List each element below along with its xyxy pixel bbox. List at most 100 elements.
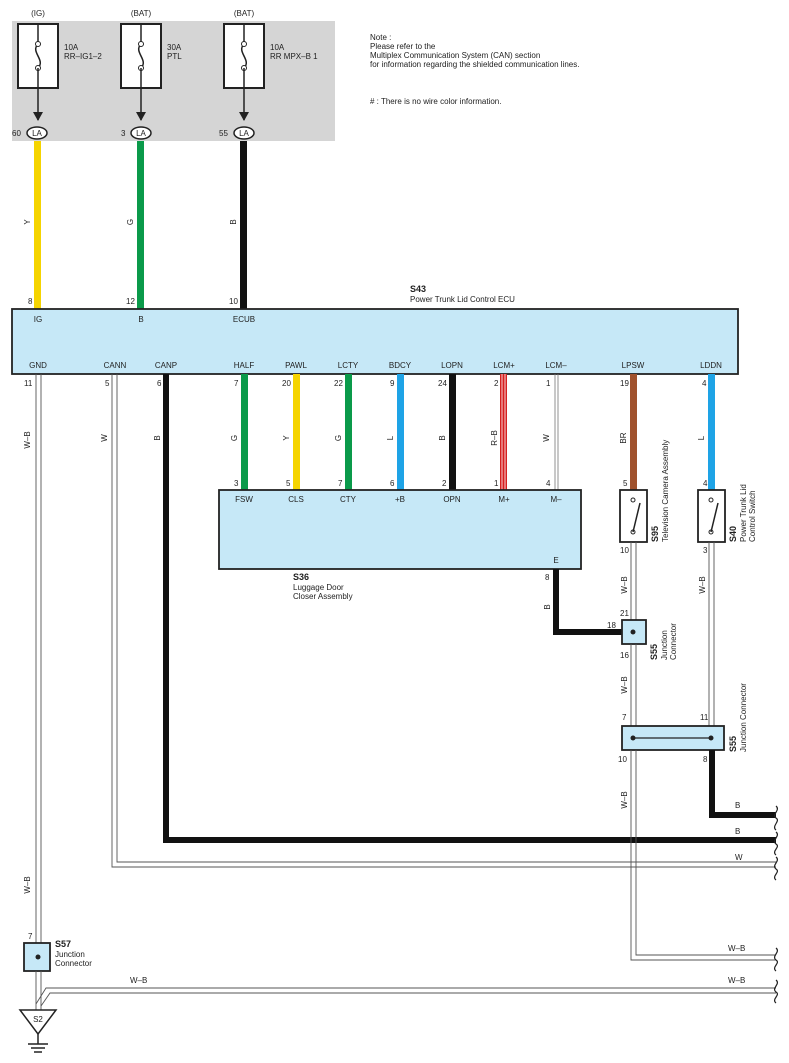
svg-text:Luggage Door: Luggage Door: [293, 583, 344, 592]
note-block: Note : Please refer to the Multiplex Com…: [370, 33, 579, 106]
svg-text:B: B: [735, 827, 740, 836]
svg-text:8: 8: [28, 297, 33, 306]
ecu-terminal: LCM–: [545, 361, 567, 370]
svg-text:3: 3: [703, 546, 708, 555]
svg-text:L: L: [697, 435, 706, 440]
connector-pin: 60: [12, 129, 21, 138]
fuse-name: PTL: [167, 52, 182, 61]
ecu-terminal: LDDN: [700, 361, 722, 370]
fuse-source: (BAT): [131, 9, 152, 18]
svg-text:W–B: W–B: [130, 976, 147, 985]
wire-e-ground: [553, 569, 622, 635]
svg-text:W–B: W–B: [728, 976, 745, 985]
wire-s40-wb: [708, 542, 715, 726]
svg-text:R–B: R–B: [490, 430, 499, 446]
svg-text:M–: M–: [550, 495, 562, 504]
ecu-terminal: LPSW: [622, 361, 645, 370]
svg-text:E: E: [553, 556, 558, 565]
ecu-terminal: LCTY: [338, 361, 359, 370]
switch-icon: [632, 502, 641, 533]
svg-text:5: 5: [286, 479, 291, 488]
svg-text:S55: S55: [728, 736, 738, 752]
wire-canp: [163, 374, 776, 843]
fuse-source: (BAT): [234, 9, 255, 18]
svg-text:11: 11: [24, 379, 33, 388]
wire-continuation-marks: [773, 805, 779, 1004]
wire-gnd: [35, 374, 42, 943]
svg-text:Junction Connector: Junction Connector: [739, 683, 748, 752]
svg-text:S2: S2: [33, 1015, 43, 1024]
ecu-terminal: LOPN: [441, 361, 463, 370]
svg-text:BR: BR: [619, 432, 628, 443]
wire-lpsw: [630, 374, 637, 490]
fuse-amp: 30A: [167, 43, 182, 52]
fuse-ptl: (BAT) 30A PTL 3 LA: [120, 9, 182, 140]
svg-text:S55: S55: [649, 644, 659, 660]
svg-text:8: 8: [545, 573, 550, 582]
svg-text:S40: S40: [728, 526, 738, 542]
junction-connector-s55-b: 7 11 10 8 S55 Junction Connector: [618, 683, 748, 764]
svg-text:B: B: [153, 435, 162, 440]
svg-text:S57: S57: [55, 939, 71, 949]
svg-text:Y: Y: [282, 435, 291, 441]
wire-green-b: [137, 141, 144, 309]
ground-s2: S2: [18, 1009, 58, 1053]
svg-text:+B: +B: [395, 495, 405, 504]
svg-text:W–B: W–B: [620, 576, 629, 593]
junction-connector-s57: 7 S57 Junction Connector: [23, 932, 92, 972]
ecu-terminal: CANN: [104, 361, 127, 370]
ecu-terminal: CANP: [155, 361, 177, 370]
connector-pin: 3: [121, 129, 126, 138]
connector-la: [26, 126, 48, 140]
svg-text:9: 9: [390, 379, 395, 388]
svg-text:18: 18: [607, 621, 616, 630]
svg-text:W: W: [100, 434, 109, 442]
svg-text:W–B: W–B: [620, 676, 629, 693]
wire-s55a-s55b: [630, 644, 637, 726]
svg-text:LA: LA: [32, 129, 42, 138]
wire-color-label: B: [229, 219, 238, 224]
svg-text:Power Trunk Lid: Power Trunk Lid: [739, 484, 748, 542]
ecu-terminal: B: [138, 315, 143, 324]
svg-text:W: W: [735, 853, 743, 862]
wire-lcty: [345, 374, 352, 490]
junction-connector-s55-a: 21 18 16 S55 Junction Connector: [607, 609, 678, 660]
svg-text:Junction: Junction: [55, 950, 85, 959]
svg-text:12: 12: [126, 297, 135, 306]
svg-text:G: G: [230, 435, 239, 441]
svg-text:8: 8: [703, 755, 708, 764]
power-trunk-lid-ecu: [11, 308, 739, 375]
fuse-name: RR MPX–B 1: [270, 52, 318, 61]
svg-text:Junction: Junction: [660, 630, 669, 660]
svg-text:7: 7: [622, 713, 627, 722]
svg-text:W–B: W–B: [23, 876, 32, 893]
wire-s95-wb: [630, 542, 637, 620]
svg-text:W: W: [542, 434, 551, 442]
wire-color-label: G: [126, 219, 135, 225]
svg-text:4: 4: [703, 479, 708, 488]
fuse-rr-mpx-b1: (BAT) 10A RR MPX–B 1 55 LA: [219, 9, 318, 140]
wire-bdcy: [397, 374, 404, 490]
switch-icon: [710, 502, 719, 533]
ecu-terminal: BDCY: [389, 361, 412, 370]
ecu-code: S43: [410, 284, 426, 294]
wire-lcm-plus: [500, 374, 507, 490]
connector-pin: 55: [219, 129, 228, 138]
svg-text:21: 21: [620, 609, 629, 618]
svg-text:# : There is no wire color inf: # : There is no wire color information.: [370, 97, 501, 106]
svg-text:10: 10: [229, 297, 238, 306]
svg-text:CLS: CLS: [288, 495, 304, 504]
svg-text:G: G: [334, 435, 343, 441]
fuse-amp: 10A: [270, 43, 285, 52]
svg-text:1: 1: [494, 479, 499, 488]
svg-text:Control Switch: Control Switch: [748, 490, 757, 542]
svg-text:Multiplex Communication System: Multiplex Communication System (CAN) sec…: [370, 51, 540, 60]
svg-text:Connector: Connector: [669, 623, 678, 660]
svg-text:7: 7: [234, 379, 239, 388]
svg-text:24: 24: [438, 379, 447, 388]
wire-yellow-ig: [34, 141, 41, 309]
svg-text:B: B: [438, 435, 447, 440]
ground-icon: [18, 1009, 58, 1036]
svg-text:Closer Assembly: Closer Assembly: [293, 592, 353, 601]
svg-text:4: 4: [702, 379, 707, 388]
